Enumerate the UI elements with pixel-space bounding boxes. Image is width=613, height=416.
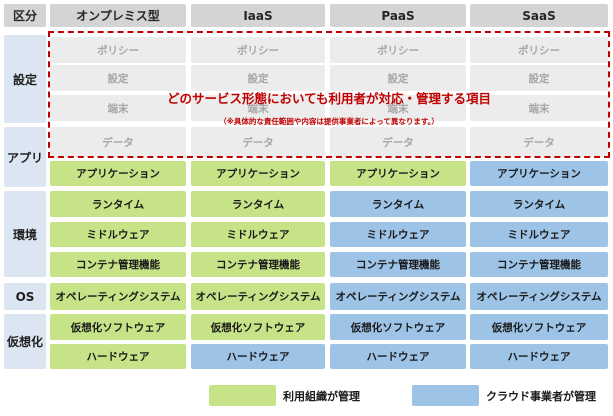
row-group-settings: 設定: [4, 35, 46, 123]
highlight-note: （※具体的な責任範囲や内容は提供事業者によって異なります。）: [219, 117, 439, 126]
cell-iaas-row-4: アプリケーション: [191, 161, 325, 186]
cell-iaas-row-0: ポリシー: [191, 37, 325, 63]
cell-onpremise-row-7: コンテナ管理機能: [50, 252, 186, 277]
header-category: 区分: [4, 4, 46, 27]
cell-paas-row-9: 仮想化ソフトウェア: [330, 314, 466, 340]
cell-onpremise-row-5: ランタイム: [50, 191, 186, 217]
cell-iaas-row-1: 設定: [191, 65, 325, 91]
cell-paas-row-2: 端末: [330, 95, 466, 121]
cell-iaas-row-10: ハードウェア: [191, 344, 325, 369]
cell-onpremise-row-10: ハードウェア: [50, 344, 186, 369]
column-header-saas: SaaS: [470, 4, 608, 27]
cell-iaas-row-5: ランタイム: [191, 191, 325, 217]
cell-iaas-row-9: 仮想化ソフトウェア: [191, 314, 325, 340]
cell-saas-row-7: コンテナ管理機能: [470, 252, 608, 277]
cell-onpremise-row-3: データ: [50, 127, 186, 157]
cell-iaas-row-8: オペレーティングシステム: [191, 283, 325, 310]
cell-onpremise-row-1: 設定: [50, 65, 186, 91]
cell-iaas-row-2: 端末: [191, 95, 325, 121]
highlight-caption: どのサービス形態においても利用者が対応・管理する項目: [166, 91, 491, 106]
row-group-os: OS: [4, 283, 46, 310]
cell-paas-row-8: オペレーティングシステム: [330, 283, 466, 310]
cell-saas-row-2: 端末: [470, 95, 608, 121]
cell-onpremise-row-6: ミドルウェア: [50, 222, 186, 247]
cell-onpremise-row-2: 端末: [50, 95, 186, 121]
cell-paas-row-1: 設定: [330, 65, 466, 91]
cell-onpremise-row-9: 仮想化ソフトウェア: [50, 314, 186, 340]
cell-paas-row-5: ランタイム: [330, 191, 466, 217]
cell-iaas-row-7: コンテナ管理機能: [191, 252, 325, 277]
cell-saas-row-8: オペレーティングシステム: [470, 283, 608, 310]
cell-paas-row-0: ポリシー: [330, 37, 466, 63]
cell-saas-row-9: 仮想化ソフトウェア: [470, 314, 608, 340]
cell-saas-row-3: データ: [470, 127, 608, 157]
row-group-virt: 仮想化: [4, 314, 46, 369]
legend-swatch-user: [209, 385, 276, 406]
cell-onpremise-row-4: アプリケーション: [50, 161, 186, 186]
cell-paas-row-10: ハードウェア: [330, 344, 466, 369]
cell-saas-row-6: ミドルウェア: [470, 222, 608, 247]
cell-saas-row-1: 設定: [470, 65, 608, 91]
cell-iaas-row-6: ミドルウェア: [191, 222, 325, 247]
cell-paas-row-4: アプリケーション: [330, 161, 466, 186]
cell-saas-row-5: ランタイム: [470, 191, 608, 217]
cell-saas-row-10: ハードウェア: [470, 344, 608, 369]
row-group-env: 環境: [4, 191, 46, 277]
cell-onpremise-row-8: オペレーティングシステム: [50, 283, 186, 310]
cell-paas-row-7: コンテナ管理機能: [330, 252, 466, 277]
column-header-paas: PaaS: [330, 4, 466, 27]
legend-label-provider: クラウド事業者が管理: [486, 390, 596, 403]
legend-label-user: 利用組織が管理: [283, 390, 360, 403]
cell-paas-row-3: データ: [330, 127, 466, 157]
legend-swatch-provider: [412, 385, 479, 406]
column-header-iaas: IaaS: [191, 4, 325, 27]
cell-saas-row-0: ポリシー: [470, 37, 608, 63]
row-group-app: アプリ: [4, 127, 46, 187]
cell-onpremise-row-0: ポリシー: [50, 37, 186, 63]
column-header-onpremise: オンプレミス型: [50, 4, 186, 27]
cell-saas-row-4: アプリケーション: [470, 161, 608, 186]
cell-iaas-row-3: データ: [191, 127, 325, 157]
cell-paas-row-6: ミドルウェア: [330, 222, 466, 247]
